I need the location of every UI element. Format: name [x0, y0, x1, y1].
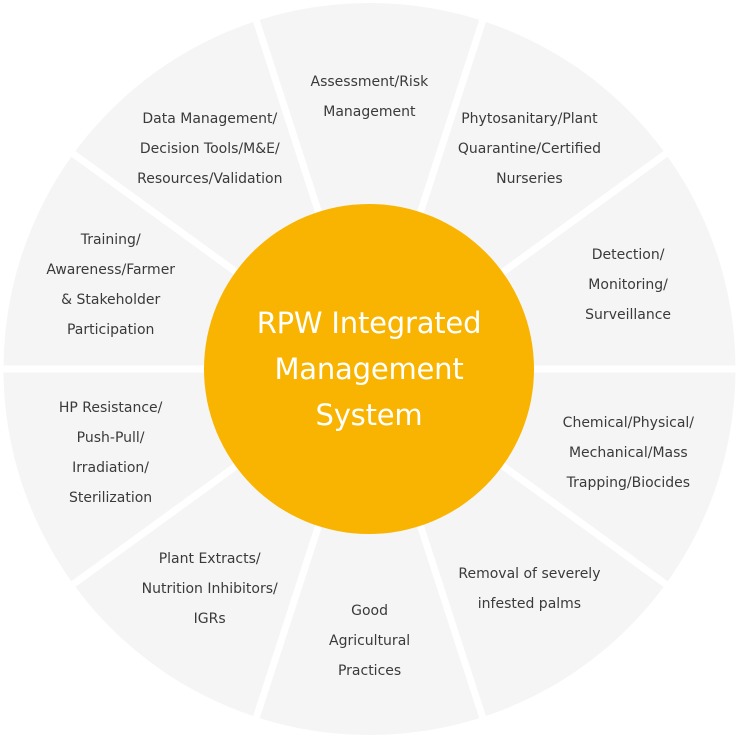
segment-label-line: Detection/ [591, 246, 665, 263]
segment-label: Removal of severely infested palms [458, 559, 600, 619]
segment-dividers [0, 16, 739, 722]
segment-label-line: Surveillance [585, 306, 672, 323]
segment-label-line: Removal of severely [458, 566, 601, 583]
segment-label-line: Nurseries [496, 170, 563, 187]
segment-label-line: infested palms [477, 596, 582, 613]
segment-label-line: Sterilization [69, 490, 153, 507]
segment-label-line: Participation [66, 321, 155, 338]
segment-label-line: Decision Tools/M&E/ [139, 140, 280, 157]
segment-divider [414, 515, 488, 722]
segment-label: Detection/Monitoring/Surveillance [585, 240, 671, 330]
segment-label: Data Management/Decision Tools/M&E/Resou… [137, 104, 282, 194]
segment-label: HP Resistance/Push-Pull/Irradiation/Ster… [59, 393, 163, 513]
segment-divider [414, 16, 488, 223]
segment-label-line: Push-Pull/ [76, 430, 145, 447]
center-title-line-2: Management [274, 352, 464, 386]
segment-label-line: Training/ [80, 231, 141, 248]
segment-label-line: Practices [337, 663, 402, 679]
segment-divider [68, 148, 247, 281]
segment-divider [251, 515, 325, 722]
segment-label-line: Quarantine/Certified [457, 140, 601, 157]
segment-label-line: Irradiation/ [72, 460, 150, 477]
segment-label-line: Chemical/Physical/ [562, 415, 695, 432]
segment-divider [492, 148, 671, 281]
segment-label-line: Mechanical/Mass [568, 445, 688, 462]
segment-label-line: Assessment/Risk [310, 74, 429, 90]
segment-label-line: Monitoring/ [588, 276, 668, 293]
segment-label-line: IGRs [193, 611, 226, 628]
segment-label-line: HP Resistance/ [58, 400, 163, 417]
segment-label: Plant Extracts/Nutrition Inhibitors/IGRs [142, 544, 278, 634]
segment-label-line: Nutrition Inhibitors/ [141, 581, 278, 598]
segment-divider [251, 16, 325, 223]
center-hub: RPW Integrated Management System [204, 204, 534, 534]
segment-label-line: Resources/Validation [137, 170, 283, 187]
segment-divider [68, 457, 247, 590]
center-title-line-1: RPW Integrated [256, 306, 482, 340]
segment-label-line: Phytosanitary/Plant [461, 110, 598, 127]
segment-label-line: Agricultural [329, 633, 411, 649]
segment-label-line: Management [323, 104, 416, 120]
segment-label-line: Awareness/Farmer [46, 261, 176, 278]
segment-label-line: Trapping/Biocides [566, 475, 691, 492]
segment-label-line: Data Management/ [142, 110, 278, 127]
segment-label-line: Good [351, 603, 389, 619]
center-title-line-3: System [315, 398, 423, 432]
segment-label-line: Plant Extracts/ [158, 551, 261, 568]
segment-label-line: & Stakeholder [61, 291, 161, 308]
segment-divider [492, 457, 671, 590]
